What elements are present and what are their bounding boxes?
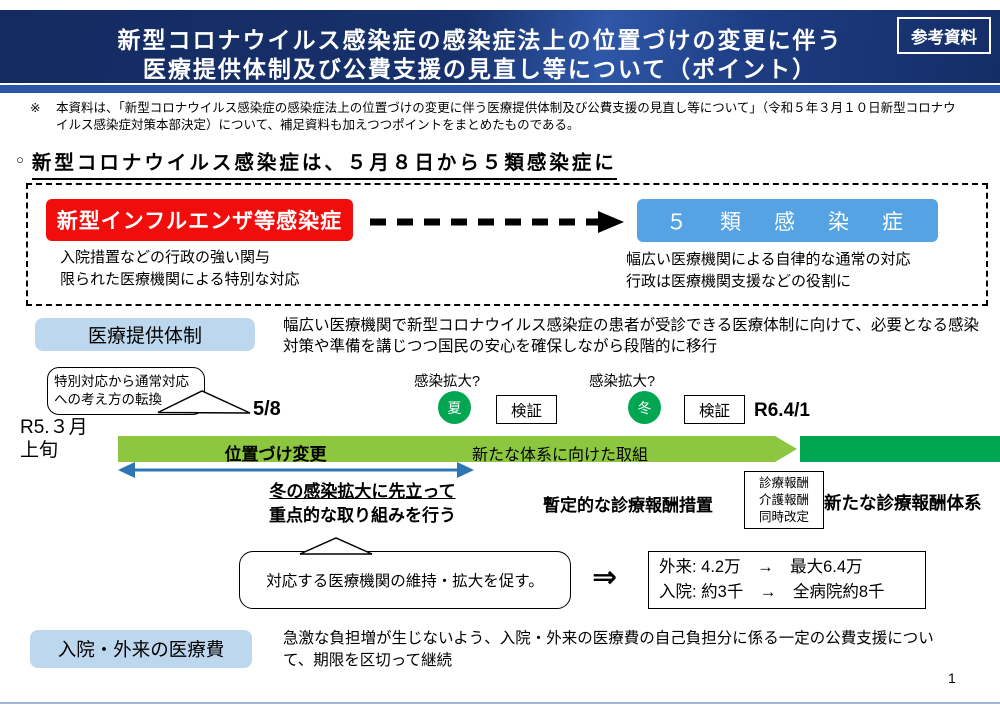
verify-box-2: 検証 (684, 395, 745, 424)
page-title-line1: 新型コロナウイルス感染症の感染症法上の位置づけの変更に伴う (117, 27, 843, 53)
timeline-start-label: R5.３月 上旬 (20, 416, 88, 462)
to-desc-2: 行政は医療機関支援などの役割に (626, 273, 852, 290)
to-status-box: ５ 類 感 染 症 (637, 199, 938, 242)
header-banner (0, 10, 1000, 83)
mindset-callout: 特別対応から通常対応への考え方の転換 (47, 367, 205, 415)
inpatient-line: 入院: 約3千 → 全病院約8千 (659, 583, 885, 601)
maintain-expand-bubble: 対応する医療機関の維持・拡大を促す。 (239, 551, 571, 609)
spread-question-1: 感染拡大? (414, 374, 481, 390)
winter-priority-line2: 重点的な取り組みを行う (269, 506, 456, 525)
summer-circle: 夏 (438, 391, 471, 424)
header-accent-strip (0, 85, 1000, 93)
fee-revision-line1: 診療報酬 (758, 475, 809, 490)
section-heading: 新型コロナウイルス感染症は、５月８日から５類感染症に (31, 146, 617, 180)
note-marker: ※ (30, 101, 41, 115)
from-desc-1: 入院措置などの行政の強い関与 (60, 249, 271, 266)
date-r6-april: R6.4/1 (754, 400, 810, 421)
verify-box-1: 検証 (496, 395, 557, 424)
from-desc-2: 限られた医療機関による特別な対応 (60, 271, 300, 288)
winter-priority-line1: 冬の感染拡大に先立って (269, 482, 456, 501)
medical-costs-description: 急激な負担増が生じないよう、入院・外来の医療費の自己負担分に係る一定の公費支援に… (283, 630, 934, 669)
page-number: 1 (948, 670, 956, 686)
bar-label-new-efforts: 新たな体系に向けた取組 (471, 447, 648, 464)
fee-revision-box: 診療報酬 介護報酬 同時改定 (744, 471, 824, 529)
outpatient-line: 外来: 4.2万 → 最大6.4万 (659, 558, 863, 576)
winter-circle: 冬 (628, 391, 661, 424)
fee-revision-line2: 介護報酬 (758, 492, 809, 507)
implies-arrow: ⇒ (592, 561, 618, 594)
section-heading-row: ○ 新型コロナウイルス感染症は、５月８日から５類感染症に (16, 146, 617, 180)
new-fee-system-label: 新たな診療報酬体系 (824, 493, 982, 513)
capacity-numbers-box: 外来: 4.2万 → 最大6.4万 入院: 約3千 → 全病院約8千 (648, 551, 926, 609)
note-text: 本資料は、「新型コロナウイルス感染症の感染症法上の位置づけの変更に伴う医療提供体… (56, 101, 956, 132)
care-system-description: 幅広い医療機関で新型コロナウイルス感染症の患者が受診できる医療体制に向けて、必要… (283, 317, 979, 355)
bar-label-reclassification: 位置づけ変更 (224, 445, 327, 464)
date-may8: 5/8 (253, 398, 281, 420)
page-title-line2: 医療提供体制及び公費支援の見直し等について（ポイント） (142, 56, 818, 82)
bottom-rule (0, 702, 1000, 704)
care-system-label: 医療提供体制 (35, 318, 255, 351)
timeline-start-line2: 上旬 (20, 440, 59, 461)
timeline-bar-new-system (800, 436, 1000, 462)
fee-revision-line3: 同時改定 (758, 509, 809, 524)
timeline-bar-transition (118, 436, 797, 462)
medical-costs-label: 入院・外来の医療費 (30, 630, 252, 668)
to-desc-1: 幅広い医療機関による自律的な通常の対応 (626, 251, 911, 268)
interim-fee-label: 暫定的な診療報酬措置 (543, 496, 713, 515)
spread-question-2: 感染拡大? (589, 374, 656, 390)
reference-badge: 参考資料 (897, 17, 991, 54)
section-bullet: ○ (16, 152, 24, 167)
source-note: ※ 本資料は、「新型コロナウイルス感染症の感染症法上の位置づけの変更に伴う医療提… (30, 100, 968, 134)
from-status-box: 新型インフルエンザ等感染症 (46, 199, 353, 241)
timeline-start-line1: R5.３月 (20, 417, 88, 438)
